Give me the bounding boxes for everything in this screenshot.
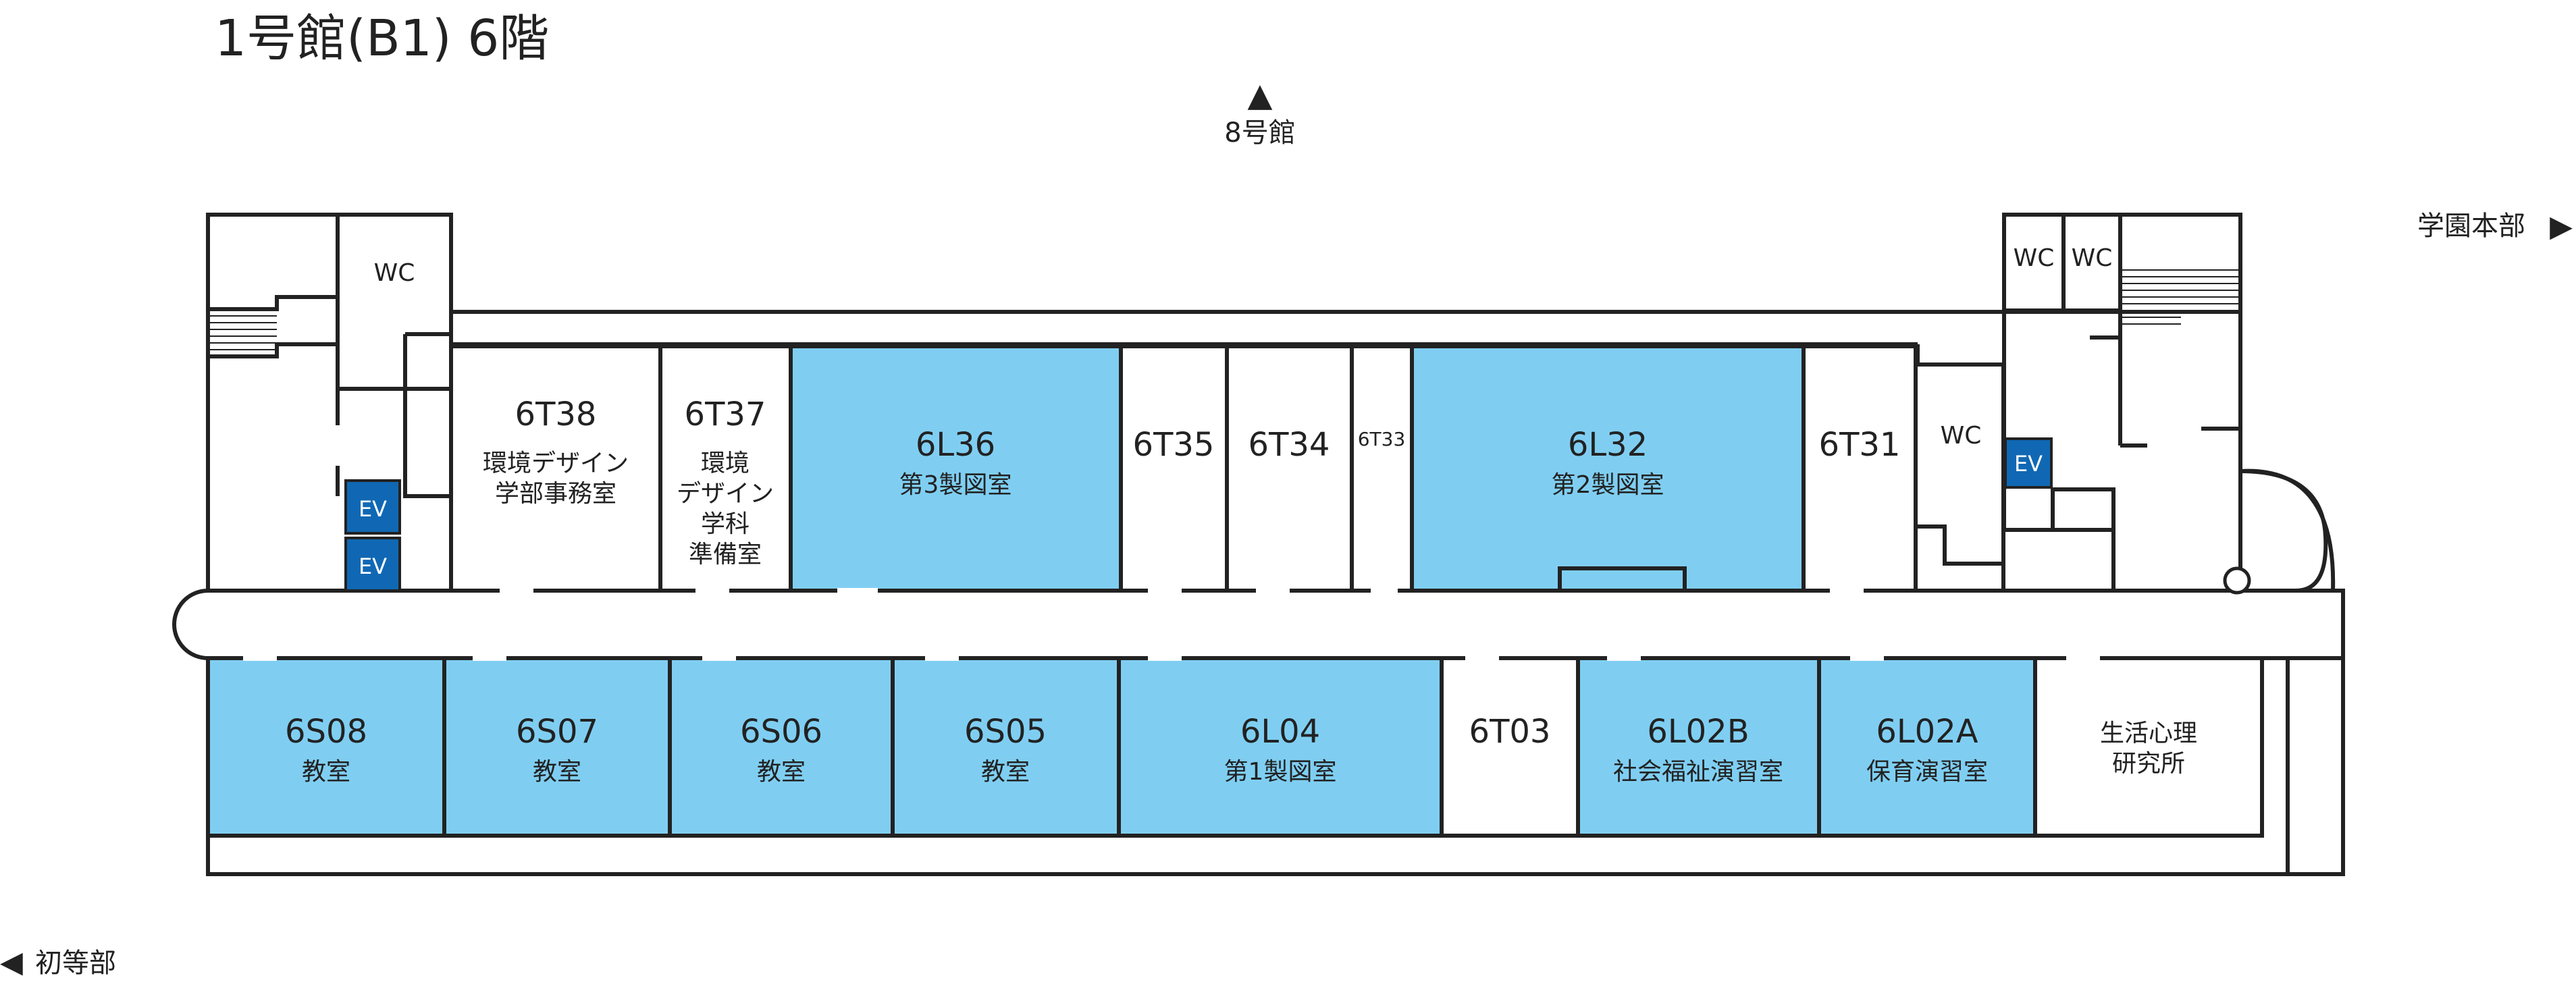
room-wc-east-lower[interactable] bbox=[1914, 362, 2005, 593]
floor-title: 1号館(B1) 6階 bbox=[215, 9, 549, 68]
north-rooms bbox=[449, 344, 2005, 593]
wc-east-partition bbox=[1916, 524, 2003, 566]
elevator-east[interactable] bbox=[2004, 437, 2053, 489]
room-6t33[interactable] bbox=[1350, 344, 1414, 593]
east-stair-lines bbox=[2120, 269, 2240, 325]
wc-east-1-label: WC bbox=[2014, 244, 2055, 272]
ev-west-2-label: EV bbox=[359, 554, 387, 579]
east-bay-wall bbox=[2240, 469, 2328, 593]
elevators bbox=[344, 437, 2053, 592]
room-wc-east-2[interactable] bbox=[2061, 213, 2122, 313]
room-6l02b[interactable] bbox=[1576, 656, 1821, 838]
room-6l32-platform bbox=[1558, 566, 1687, 593]
room-6l04-code: 6L04 bbox=[1240, 713, 1320, 751]
east-bay-inner bbox=[2240, 468, 2336, 591]
north-arrow-icon: ▲ bbox=[1248, 76, 1273, 114]
room-6t37-name-1: 環境 bbox=[701, 450, 750, 477]
east-block-interior bbox=[2002, 213, 2240, 591]
room-6t37-code: 6T37 bbox=[685, 396, 766, 433]
elevator-west-2[interactable] bbox=[344, 537, 401, 592]
door-openings bbox=[243, 588, 2100, 661]
wc-east-2-label: WC bbox=[2072, 244, 2113, 272]
room-6s07-code: 6S07 bbox=[516, 713, 598, 751]
room-6s05-name: 教室 bbox=[981, 758, 1030, 786]
north-rooms-top-east bbox=[1916, 344, 2004, 367]
room-6l02a[interactable] bbox=[1817, 656, 2037, 838]
room-lab-name-1: 生活心理 bbox=[2100, 720, 2197, 747]
room-6t38-name-2: 学部事務室 bbox=[495, 480, 616, 508]
facility-labels: WC WC WC WC EV EV EV bbox=[359, 244, 2112, 579]
room-wc-west[interactable] bbox=[336, 213, 453, 391]
room-6t35[interactable] bbox=[1119, 344, 1229, 593]
west-block-interior bbox=[208, 213, 453, 498]
room-6s05[interactable] bbox=[891, 656, 1121, 838]
room-6t31-code: 6T31 bbox=[1819, 426, 1901, 464]
room-6t35-code: 6T35 bbox=[1133, 426, 1215, 464]
west-partition-2 bbox=[403, 334, 451, 498]
room-6t37-name-2: デザイン bbox=[677, 480, 774, 508]
room-lab[interactable] bbox=[2033, 656, 2264, 838]
room-6s07[interactable] bbox=[442, 656, 672, 838]
room-6s06[interactable] bbox=[668, 656, 895, 838]
room-6l36[interactable] bbox=[789, 344, 1123, 593]
west-arrow-icon: ◀ bbox=[0, 945, 23, 979]
south-east-return bbox=[2288, 658, 2345, 876]
room-6t38-name-1: 環境デザイン bbox=[483, 450, 629, 477]
room-6t03-code: 6T03 bbox=[1469, 713, 1551, 751]
room-6t37-name-4: 準備室 bbox=[689, 541, 762, 568]
room-6l04[interactable] bbox=[1117, 656, 1444, 838]
room-6l02a-name: 保育演習室 bbox=[1866, 758, 1988, 786]
south-rooms bbox=[206, 656, 2264, 838]
north-corridor-wall bbox=[451, 215, 2242, 344]
room-6t37-name-3: 学科 bbox=[701, 510, 750, 538]
column-circle bbox=[2223, 566, 2251, 595]
room-6s08[interactable] bbox=[206, 656, 446, 838]
room-6l32[interactable] bbox=[1410, 344, 1806, 593]
room-6s07-name: 教室 bbox=[533, 758, 581, 786]
east-building-label: 学園本部 bbox=[2417, 211, 2525, 242]
room-wc-east-1[interactable] bbox=[2002, 213, 2066, 313]
room-6s06-name: 教室 bbox=[757, 758, 806, 786]
west-building-label: 初等部 bbox=[35, 948, 116, 979]
room-6l02a-code: 6L02A bbox=[1876, 713, 1978, 751]
ev-east-label: EV bbox=[2014, 451, 2043, 477]
room-6l02b-name: 社会福祉演習室 bbox=[1613, 758, 1783, 786]
main-corridor bbox=[172, 589, 2345, 660]
ev-west-1-label: EV bbox=[359, 496, 387, 522]
wc-east-3-label: WC bbox=[1941, 422, 1982, 450]
room-6t38[interactable] bbox=[449, 344, 662, 593]
room-6t38-code: 6T38 bbox=[515, 396, 597, 433]
room-lab-name-2: 研究所 bbox=[2112, 750, 2185, 778]
north-room-labels: 6T38 環境デザイン 学部事務室 6T37 環境 デザイン 学科 準備室 6L… bbox=[483, 396, 1900, 568]
room-6t34[interactable] bbox=[1225, 344, 1354, 593]
west-stair-top bbox=[208, 295, 338, 311]
wc-west-label: WC bbox=[374, 259, 415, 287]
room-6t33-code: 6T33 bbox=[1358, 428, 1406, 450]
east-small-room bbox=[2073, 528, 2115, 591]
west-stair-lines bbox=[208, 315, 277, 350]
room-6l32-name: 第2製図室 bbox=[1552, 471, 1664, 499]
room-6t34-code: 6T34 bbox=[1248, 426, 1330, 464]
room-6s05-code: 6S05 bbox=[964, 713, 1047, 751]
room-6l32-code: 6L32 bbox=[1568, 426, 1648, 464]
room-6l36-name: 第3製図室 bbox=[899, 471, 1012, 499]
elevator-west-1[interactable] bbox=[344, 479, 401, 535]
room-6l04-name: 第1製図室 bbox=[1224, 758, 1337, 786]
room-6l36-code: 6L36 bbox=[916, 426, 995, 464]
room-6t31[interactable] bbox=[1802, 344, 1918, 593]
south-room-labels: 6S08 教室 6S07 教室 6S06 教室 6S05 教室 6L04 第1製… bbox=[285, 713, 2197, 786]
room-6t37[interactable] bbox=[658, 344, 793, 593]
east-ev-partition bbox=[2002, 311, 2115, 532]
room-6l02b-code: 6L02B bbox=[1647, 713, 1749, 751]
room-6s06-code: 6S06 bbox=[740, 713, 822, 751]
north-building-label: 8号館 bbox=[1224, 117, 1295, 149]
east-arrow-icon: ▶ bbox=[2550, 209, 2573, 244]
room-6s08-code: 6S08 bbox=[285, 713, 367, 751]
room-6s08-name: 教室 bbox=[302, 758, 350, 786]
